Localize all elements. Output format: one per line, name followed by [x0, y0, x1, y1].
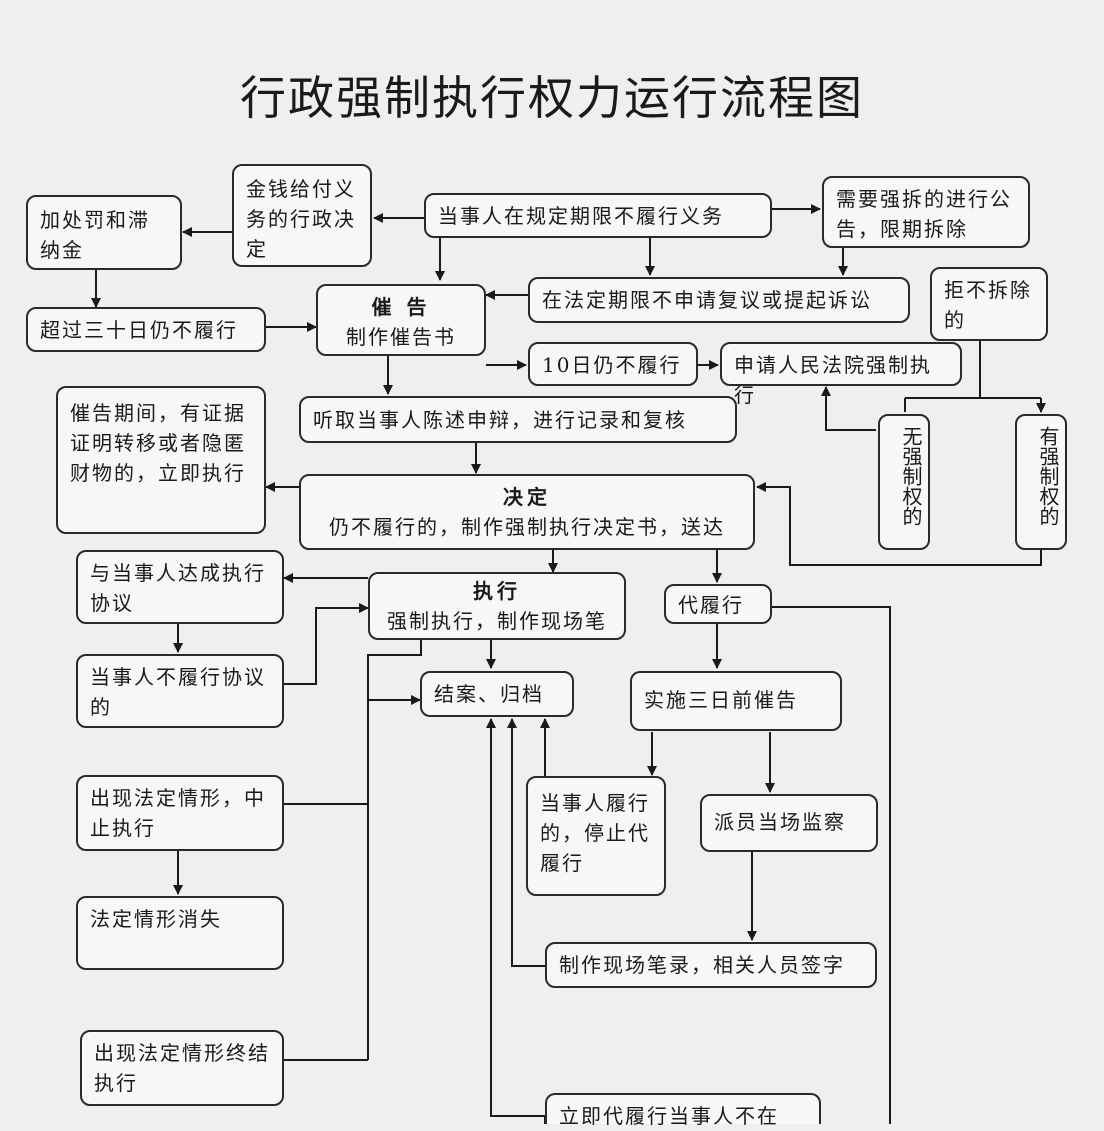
- node-no-power: 无强制权的: [878, 414, 930, 550]
- node-urge-sub: 制作催告书: [346, 325, 456, 349]
- node-urge-title: 催 告: [371, 295, 431, 319]
- node-terminate: 出现法定情形终结执行: [80, 1030, 284, 1106]
- line-refuse-branch: [904, 340, 1041, 412]
- node-three-day: 实施三日前催告: [630, 671, 842, 731]
- node-decision-sub: 仍不履行的，制作强制执行决定书，送达: [329, 515, 725, 539]
- node-has-power: 有强制权的: [1015, 414, 1067, 550]
- node-over30: 超过三十日仍不履行: [26, 307, 266, 352]
- node-apply-court: 申请人民法院强制执行: [720, 342, 962, 407]
- node-demolish-notice: 需要强拆的进行公告，限期拆除: [822, 176, 1030, 248]
- line-exec-left-rail: [367, 640, 422, 1060]
- node-hearing: 听取当事人陈述申辩，进行记录和复核: [299, 396, 737, 443]
- node-immediate: 立即代履行当事人不在: [545, 1093, 821, 1128]
- node-start: 当事人在规定期限不履行义务: [424, 193, 772, 238]
- node-substitute: 代履行: [664, 584, 772, 624]
- node-money-decision: 金钱给付义务的行政决定: [232, 164, 372, 267]
- arrow-no-power-to-court: [821, 386, 876, 431]
- node-party-performs: 当事人履行的，停止代履行: [526, 776, 666, 896]
- node-decision-title: 决定: [503, 485, 551, 509]
- node-cause-gone: 法定情形消失: [76, 896, 284, 970]
- node-agreement: 与当事人达成执行协议: [76, 550, 284, 624]
- arrow-has-power-to-decision: [756, 482, 1042, 566]
- node-exec-sub: 强制执行，制作现场笔: [387, 609, 607, 633]
- node-close-case: 结案、归档: [420, 671, 574, 717]
- line-substitute-right-rail: [772, 606, 891, 1124]
- node-suspend: 出现法定情形，中止执行: [76, 775, 284, 851]
- node-decision: 决定 仍不履行的，制作强制执行决定书，送达: [299, 474, 755, 550]
- node-exec: 执行 强制执行，制作现场笔: [368, 572, 626, 640]
- node-breach: 当事人不履行协议的: [76, 654, 284, 728]
- node-penalty: 加处罚和滞纳金: [26, 195, 182, 270]
- node-exec-title: 执行: [473, 579, 521, 603]
- node-ten-days: 10日仍不履行: [528, 342, 698, 386]
- arrow-breach-to-exec: [284, 603, 369, 685]
- node-refuse-demolish: 拒不拆除的: [930, 267, 1048, 341]
- node-supervise: 派员当场监察: [700, 794, 878, 852]
- node-urge: 催 告 制作催告书: [316, 284, 486, 356]
- node-record: 制作现场笔录，相关人员签字: [545, 942, 877, 988]
- node-transfer: 催告期间，有证据证明转移或者隐匿财物的，立即执行: [56, 386, 266, 534]
- arrow-record-to-close: [507, 718, 545, 967]
- node-no-review: 在法定期限不申请复议或提起诉讼: [528, 277, 910, 323]
- chart-title: 行政强制执行权力运行流程图: [240, 71, 864, 125]
